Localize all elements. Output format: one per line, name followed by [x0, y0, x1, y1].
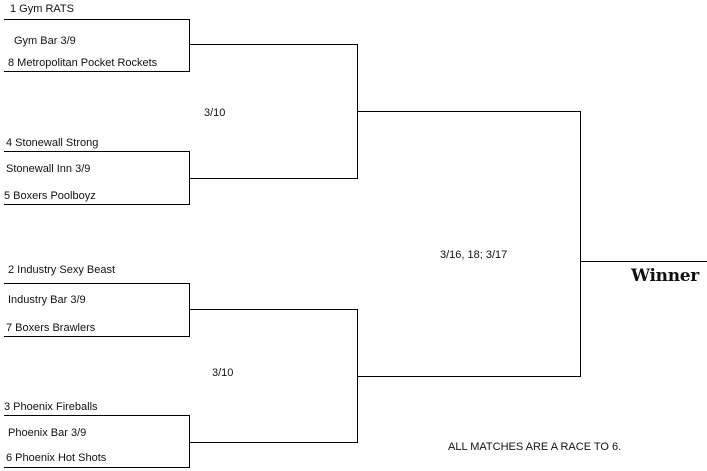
- match-4-bracket: [4, 415, 190, 468]
- match-3-venue: Industry Bar 3/9: [8, 294, 86, 306]
- match-1-bracket: [4, 19, 190, 72]
- match-2-team-a: 4 Stonewall Strong: [6, 137, 99, 149]
- match-1-team-a: 1 Gym RATS: [10, 3, 74, 15]
- match-1-team-b: 8 Metropolitan Pocket Rockets: [8, 57, 158, 69]
- semifinal-1-date: 3/10: [204, 107, 226, 119]
- semifinal-2-date: 3/10: [212, 367, 234, 379]
- footer-note: ALL MATCHES ARE A RACE TO 6.: [448, 441, 622, 453]
- match-1-venue: Gym Bar 3/9: [14, 35, 76, 47]
- match-4-venue: Phoenix Bar 3/9: [8, 427, 87, 439]
- winner-label: Winner: [631, 266, 699, 286]
- match-4-team-a: 3 Phoenix Fireballs: [4, 401, 98, 413]
- final-bracket: [357, 111, 581, 377]
- match-3-team-b: 7 Boxers Brawlers: [6, 322, 96, 334]
- match-3-team-a: 2 Industry Sexy Beast: [8, 264, 115, 276]
- match-4-team-b: 6 Phoenix Hot Shots: [6, 452, 107, 464]
- match-2-team-b: 5 Boxers Poolboyz: [4, 190, 96, 202]
- final-date: 3/16, 18; 3/17: [440, 249, 508, 261]
- match-2-venue: Stonewall Inn 3/9: [6, 163, 91, 175]
